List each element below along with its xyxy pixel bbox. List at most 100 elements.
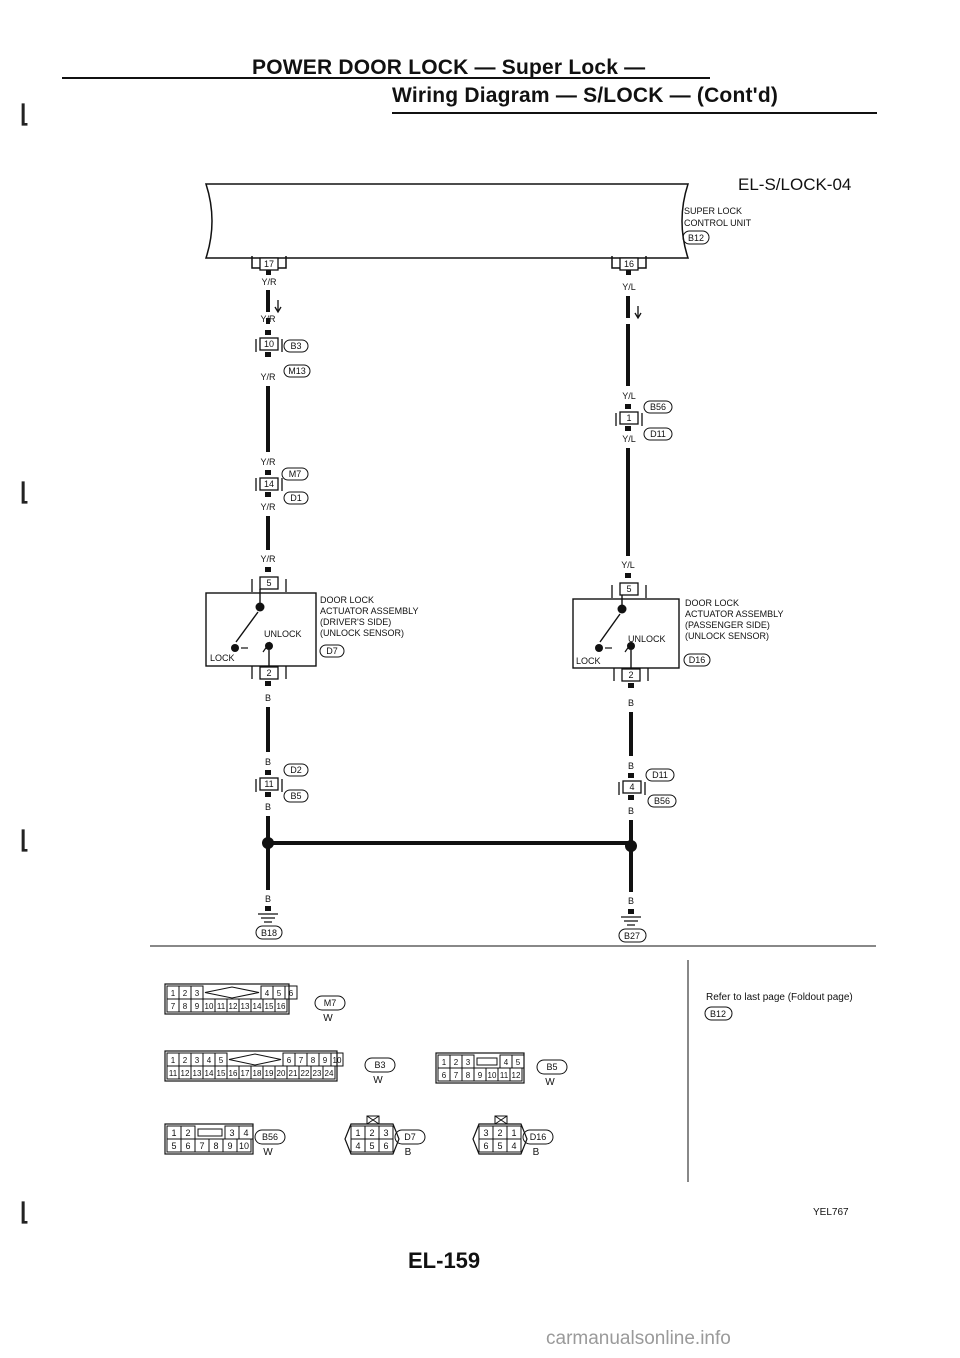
wire-color-label: Y/L [622,434,636,444]
pin-number: 16 [624,259,634,269]
connector-color: W [373,1075,383,1086]
wire-color-label: Y/L [622,391,636,401]
connector-cell-label: 11 [500,1071,509,1080]
connector-cell-label: 2 [183,989,188,998]
connector-cell-label: 15 [217,1069,226,1078]
connector-cell-label: 2 [454,1058,459,1067]
pin-number: 1 [626,413,631,423]
connector-id: B5 [546,1062,557,1072]
refer-note: Refer to last page (Foldout page) [706,992,853,1003]
connector-cell-label: 17 [241,1069,250,1078]
connector-cell-label: 5 [516,1058,521,1067]
connector-id: M7 [324,998,337,1008]
door-lock-actuator-driver: 5 UNLOCK LOCK 2 DOOR LOCK ACTUATOR ASSEM… [205,576,419,680]
connector-cell-label: 8 [466,1071,471,1080]
connector-cell-label: 3 [466,1058,471,1067]
connector-id: B5 [290,791,301,801]
connector-cell-label: 21 [289,1069,298,1078]
right-branch: 16 Y/L Y/L 1 B56 D11 Y/L Y/L 5 [572,256,784,943]
connector-id: D7 [326,646,338,656]
page-number: EL-159 [408,1248,481,1273]
actuator-label: DOOR LOCK [685,598,739,608]
actuator-label: ACTUATOR ASSEMBLY [685,609,784,619]
connector-cell-label: 22 [301,1069,310,1078]
connector-id: D2 [290,765,302,775]
wire-color-label: B [628,896,634,906]
connector-id: D16 [689,655,706,665]
wire-color-label: Y/R [260,372,276,382]
wire-color-label: Y/L [622,282,636,292]
connector-id: B56 [654,796,670,806]
control-unit-label: CONTROL UNIT [684,218,752,228]
connector-cell-label: 9 [227,1141,232,1151]
figure-id: YEL767 [813,1207,849,1218]
connector-cell-label: 11 [169,1069,178,1078]
connector-cell-label: 19 [265,1069,274,1078]
connector-cell-label: 4 [504,1058,509,1067]
unlock-label: UNLOCK [628,634,666,644]
wire-color-label: Y/R [260,457,276,467]
connector-cell-label: 9 [323,1056,328,1065]
pin-number: 5 [266,578,271,588]
pin-number: 2 [266,668,271,678]
connector-cell [236,1138,252,1153]
lock-label: LOCK [576,656,601,666]
connector-id: D11 [652,770,668,780]
connector-cell-label: 8 [183,1002,188,1011]
connector-id: D1 [290,493,302,503]
connector-id: M13 [288,366,306,376]
super-lock-control-unit: SUPER LOCK CONTROL UNIT B12 [204,183,752,259]
connector-cell-label: 6 [383,1141,388,1151]
wire-color-label: B [265,802,271,812]
pin-number: 2 [628,670,633,680]
refer-connector: B12 [710,1009,726,1019]
connector-cell-label: 18 [253,1069,262,1078]
connector-cell-label: 13 [241,1002,250,1011]
connector-cell-label: 5 [369,1141,374,1151]
watermark: carmanualsonline.info [546,1328,731,1349]
connector-cell-label: 7 [199,1141,204,1151]
wire-color-label: Y/L [621,560,635,570]
connector-cell [330,1052,344,1067]
connector-id: B3 [290,341,301,351]
lock-label: LOCK [210,653,235,663]
connector-cell-label: 16 [229,1069,238,1078]
connector-cell-label: 6 [483,1141,488,1151]
connector-id: D11 [650,429,666,439]
connector-id: D7 [404,1132,416,1142]
connector-cell-label: 3 [383,1128,388,1138]
connector-cell-label: 6 [442,1071,447,1080]
pin-number: 11 [264,779,273,789]
unlock-label: UNLOCK [264,629,302,639]
connector-color: W [545,1077,555,1088]
connector-cell-label: 5 [277,989,282,998]
connector-cell-label: 1 [511,1128,516,1138]
connector-cell-label: 1 [355,1128,360,1138]
connector-cell-label: 7 [299,1056,304,1065]
connector-cell-label: 12 [512,1071,521,1080]
connector-color: W [323,1013,333,1024]
connector-cell [274,998,288,1013]
connector-cell-label: 7 [454,1071,459,1080]
ground-bus [262,837,637,852]
connector-cell-label: 14 [253,1002,262,1011]
connector-cell-label: 2 [183,1056,188,1065]
connector-cell-label: 15 [265,1002,274,1011]
actuator-label: DOOR LOCK [320,595,374,605]
connector-cell-label: 6 [289,989,294,998]
connector-cell-label: 1 [171,1056,176,1065]
connector-cell-label: 5 [497,1141,502,1151]
connector-id: M7 [289,469,302,479]
connector-cell-label: 10 [239,1141,249,1151]
control-unit-connector: B12 [688,233,704,243]
connector-id: B56 [262,1132,278,1142]
wire-color-label: B [265,757,271,767]
connector-cell-label: 3 [195,1056,200,1065]
edge-mark: ⌊ [20,479,30,506]
connector-cell [322,1065,336,1080]
connector-cell-label: 7 [171,1002,176,1011]
